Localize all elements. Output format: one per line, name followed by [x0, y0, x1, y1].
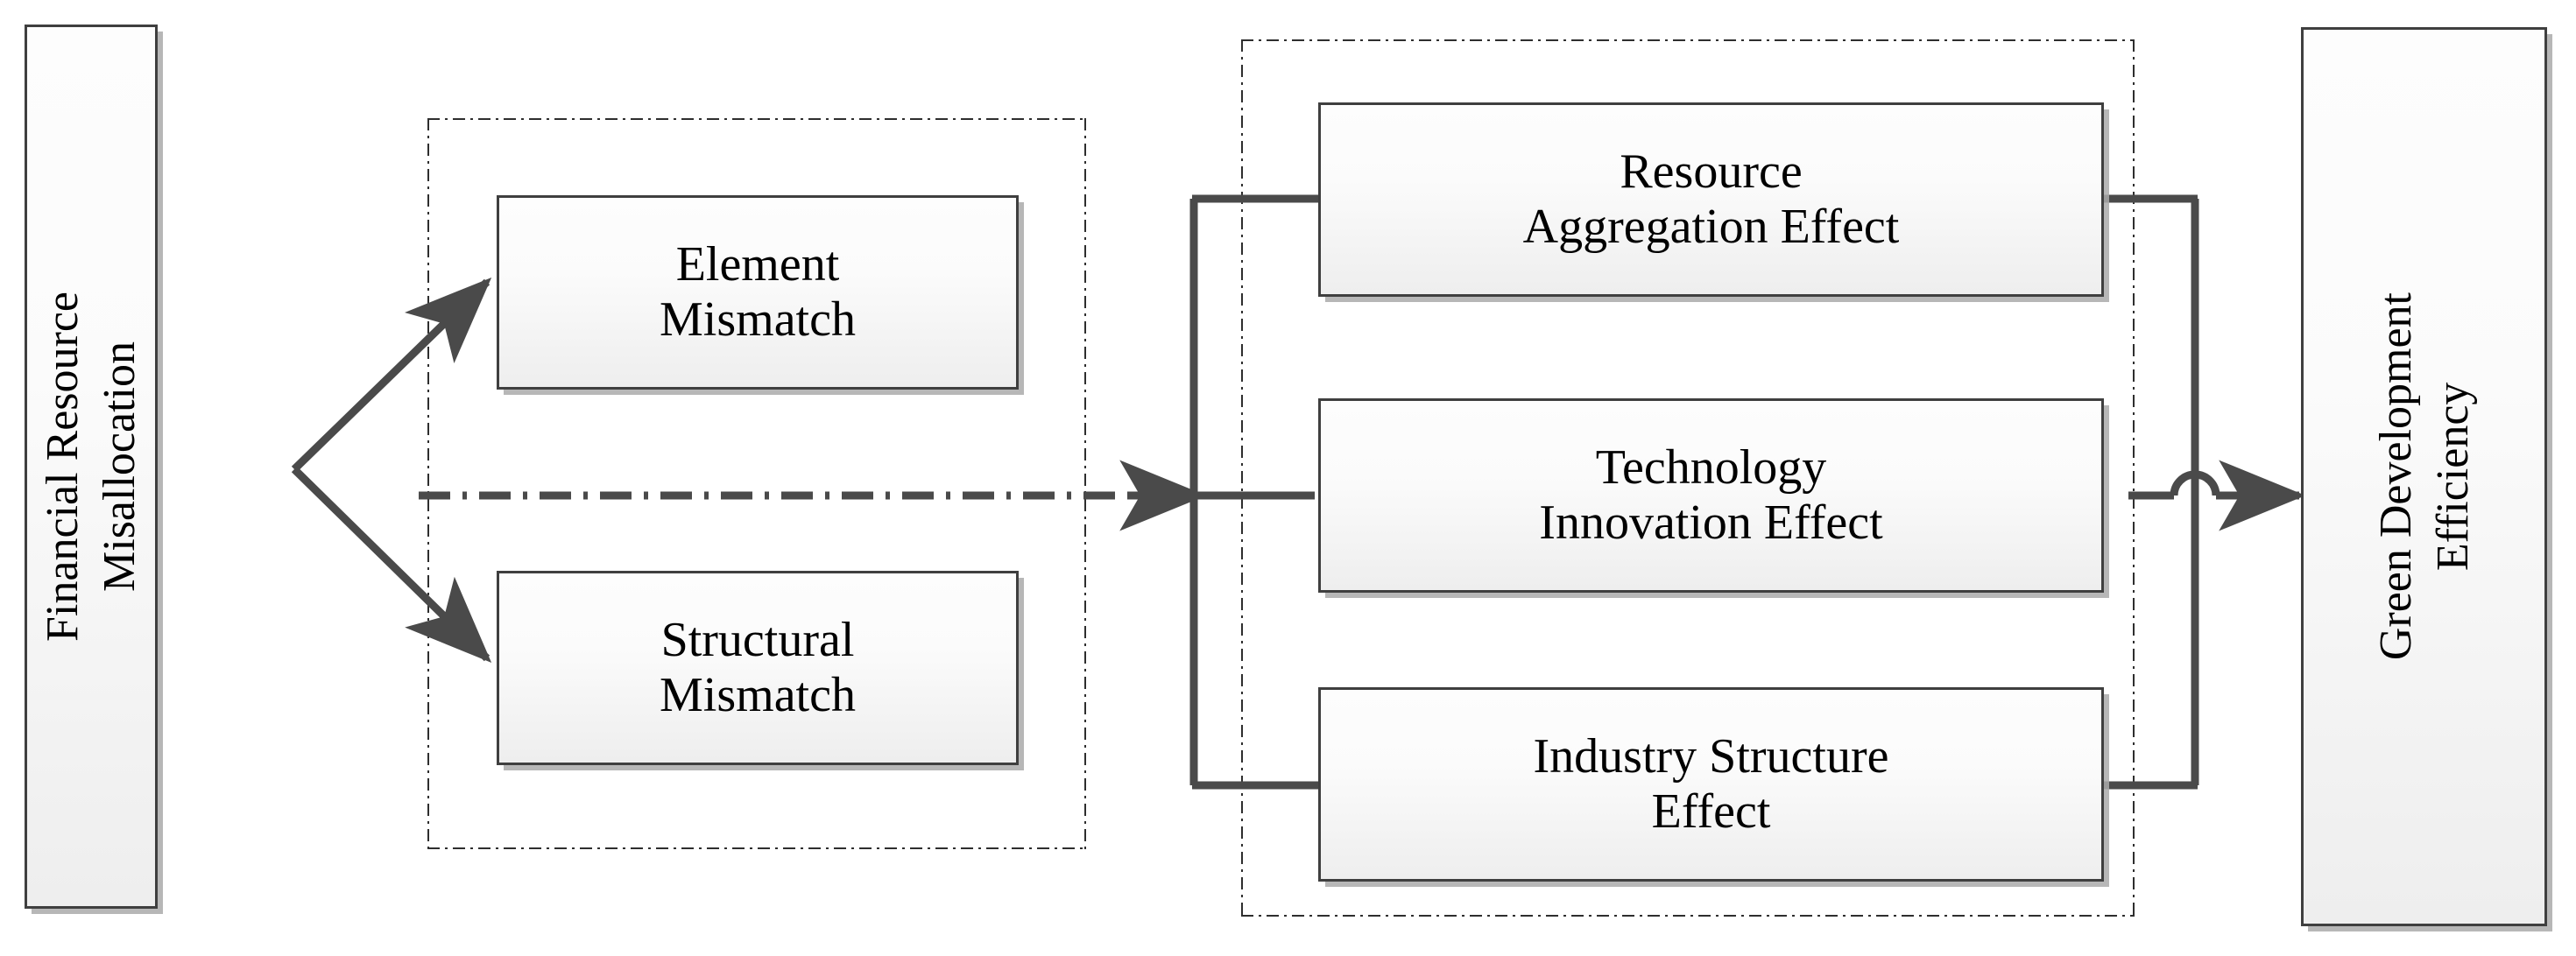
node-technology-innovation-effect[interactable]: Technology Innovation Effect [1318, 398, 2104, 593]
node-label: Element Mismatch [660, 237, 856, 347]
node-element-mismatch[interactable]: Element Mismatch [497, 195, 1019, 390]
node-label: Green Development Efficiency [2370, 292, 2478, 661]
node-label: Structural Mismatch [660, 613, 856, 722]
node-financial-resource-misallocation[interactable]: Financial Resource Misallocation [25, 25, 158, 909]
node-label: Technology Innovation Effect [1539, 440, 1883, 550]
node-label: Financial Resource Misallocation [38, 292, 145, 642]
node-label: Industry Structure Effect [1533, 729, 1889, 839]
node-green-development-efficiency[interactable]: Green Development Efficiency [2301, 27, 2547, 926]
node-structural-mismatch[interactable]: Structural Mismatch [497, 571, 1019, 765]
node-industry-structure-effect[interactable]: Industry Structure Effect [1318, 687, 2104, 882]
node-label: Resource Aggregation Effect [1522, 144, 1900, 254]
node-resource-aggregation-effect[interactable]: Resource Aggregation Effect [1318, 102, 2104, 297]
